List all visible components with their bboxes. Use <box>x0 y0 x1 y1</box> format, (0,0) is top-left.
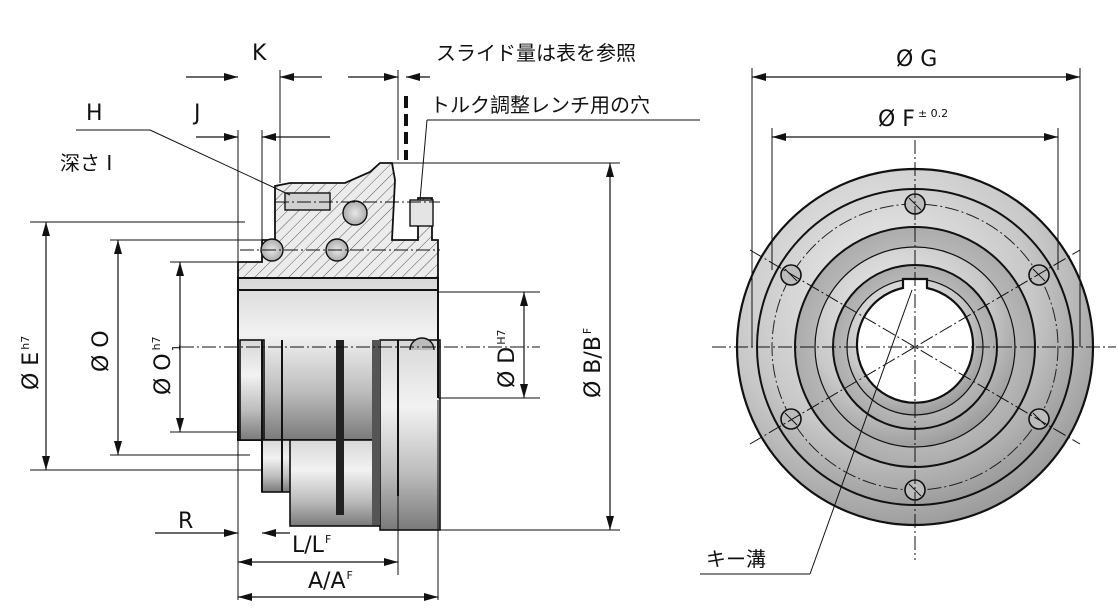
label-wrench-hole: トルク調整レンチ用の穴 <box>430 93 650 117</box>
front-view <box>700 68 1116 575</box>
ball-upper <box>342 200 368 226</box>
right-ring <box>379 339 441 531</box>
label-j: J <box>192 101 201 126</box>
label-diameter-o: Ø O <box>89 330 114 372</box>
label-h: H <box>86 101 103 126</box>
label-keyway: キー溝 <box>706 547 766 571</box>
hatched-section <box>237 162 439 279</box>
wrench-hole-section <box>409 199 434 227</box>
bolt-holes <box>780 193 1050 501</box>
label-diameter-e: Ø Eh7 <box>19 336 44 390</box>
dimension-labels: K H J 深さ I スライド量は表を参照 トルク調整レンチ用の穴 Ø Eh7 … <box>19 41 948 594</box>
side-view <box>30 70 700 601</box>
label-a: A/AF <box>308 569 353 594</box>
label-diameter-o1: Ø O1h7 <box>150 336 183 395</box>
label-l: L/LF <box>292 533 331 558</box>
label-k: K <box>252 41 267 66</box>
label-slide-amount: スライド量は表を参照 <box>436 41 636 65</box>
label-diameter-g: Ø G <box>896 47 937 72</box>
groove-1 <box>336 340 344 515</box>
label-diameter-f: Ø F± 0.2 <box>878 107 948 132</box>
label-diameter-b: Ø B/BF <box>581 328 606 398</box>
label-depth: 深さ I <box>60 151 112 175</box>
label-r: R <box>178 509 193 534</box>
label-diameter-d: Ø DH7 <box>495 329 520 388</box>
left-flange <box>239 339 265 441</box>
groove-2 <box>372 340 380 525</box>
